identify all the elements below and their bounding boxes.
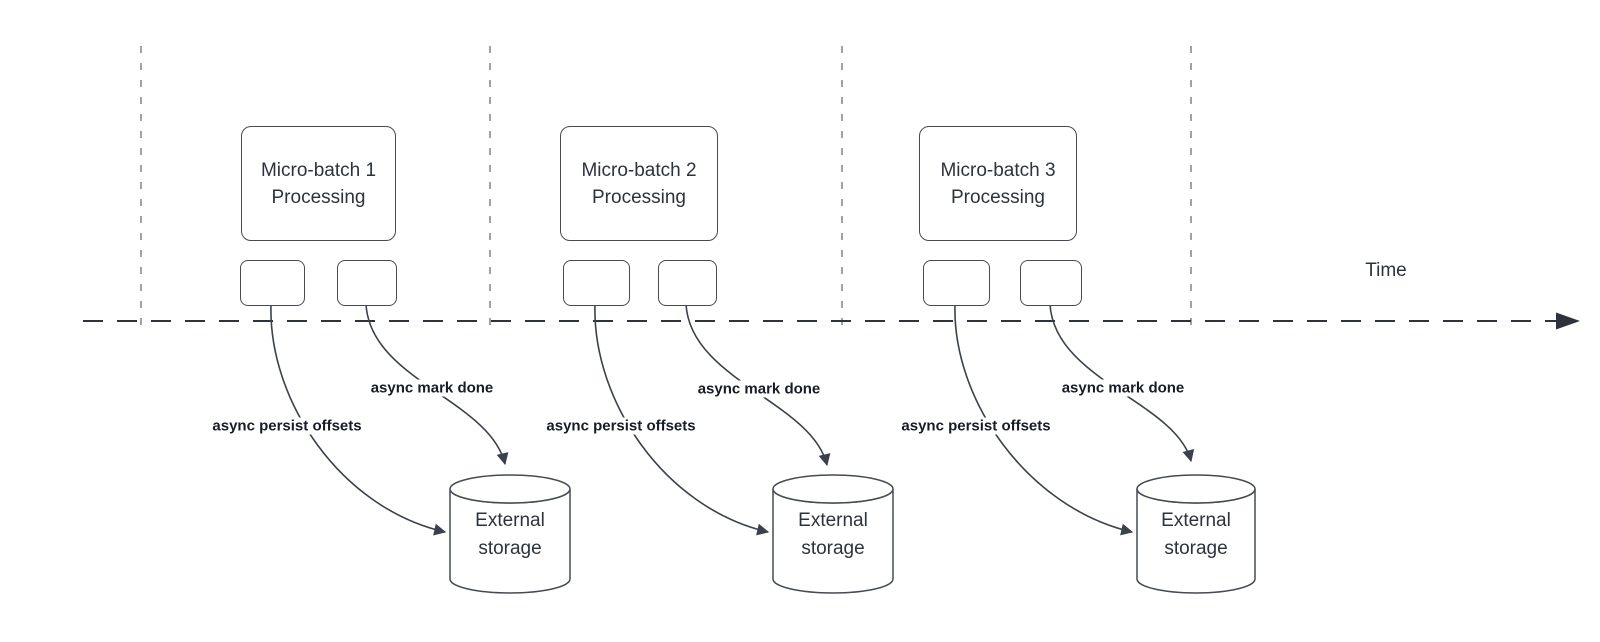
persist-offsets-label-1: async persist offsets (209, 417, 365, 435)
external-storage-cylinder-3 (1136, 474, 1256, 594)
task-rect-2-done (658, 260, 717, 306)
persist-offsets-arrow-3 (954, 303, 1134, 536)
external-storage-cylinder-1 (449, 474, 571, 594)
cylinder-rim-3 (1136, 474, 1256, 504)
micro-batch-3-box: Micro-batch 3 Processing (919, 126, 1077, 241)
persist-offsets-label-2: async persist offsets (543, 417, 699, 435)
persist-offsets-arrow-1 (270, 303, 447, 536)
external-storage-cylinder-2 (772, 474, 894, 594)
mark-done-label-2: async mark done (694, 380, 824, 398)
micro-batch-1-title: Micro-batch 1 (260, 159, 377, 181)
persist-offsets-arrow-2 (594, 303, 770, 536)
micro-batch-2-box: Micro-batch 2 Processing (560, 126, 718, 241)
micro-batch-2-title: Micro-batch 2 (581, 159, 697, 181)
mark-done-label-1: async mark done (367, 379, 497, 397)
task-rect-2-persist (563, 260, 630, 306)
time-label: Time (1365, 260, 1407, 281)
micro-batch-1-subtitle: Processing (271, 186, 366, 208)
batch-boundary-guides (140, 46, 1192, 334)
micro-batch-2-subtitle: Processing (592, 186, 686, 208)
persist-offsets-label-3: async persist offsets (898, 417, 1054, 435)
micro-batch-1-box: Micro-batch 1 Processing (241, 126, 396, 241)
time-axis (83, 312, 1580, 330)
micro-batch-3-title: Micro-batch 3 (940, 159, 1056, 181)
storage-label-1: External storage (475, 510, 545, 559)
cylinder-rim-2 (772, 474, 894, 504)
task-rect-3-done (1020, 260, 1082, 306)
micro-batch-3-subtitle: Processing (951, 186, 1045, 208)
storage-label-3: External storage (1161, 510, 1231, 559)
task-rect-1-persist (240, 260, 305, 306)
mark-done-label-3: async mark done (1058, 379, 1188, 397)
task-rect-3-persist (923, 260, 990, 306)
time-axis-arrowhead-icon (1556, 312, 1580, 330)
storage-label-2: External storage (798, 510, 868, 559)
task-rect-1-done (337, 260, 397, 306)
storage-cylinders (449, 474, 1256, 594)
cylinder-rim-1 (449, 474, 571, 504)
